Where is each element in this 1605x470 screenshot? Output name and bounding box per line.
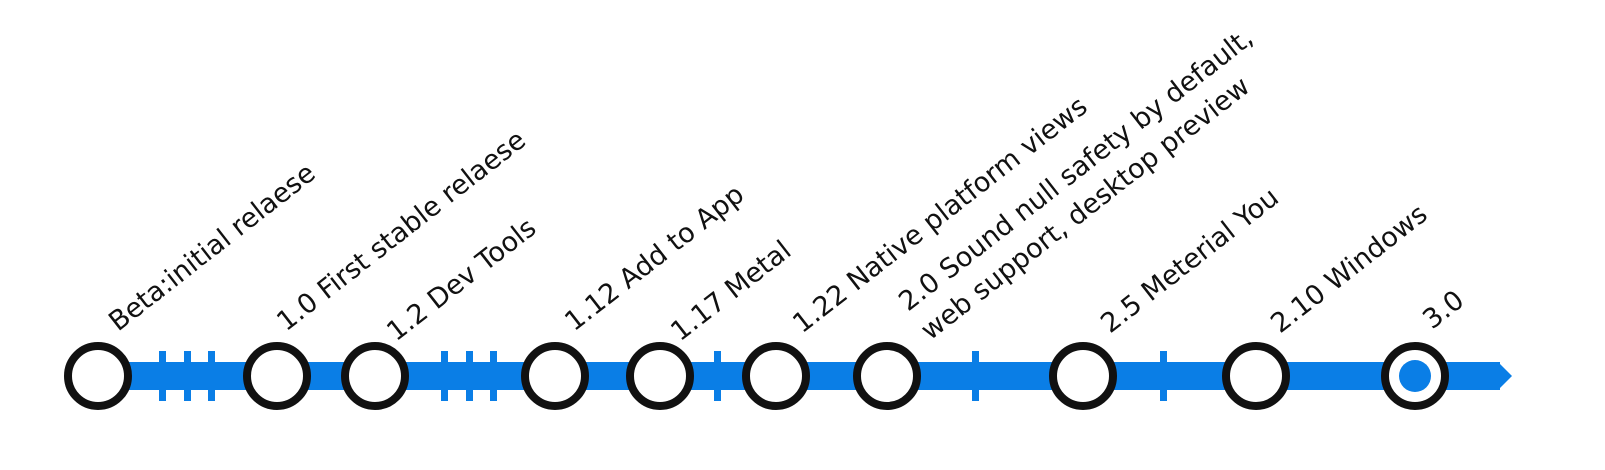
minor-tick: [972, 351, 979, 401]
milestone-3-0: 3.0: [1381, 285, 1470, 410]
milestone-node: [1222, 342, 1290, 410]
milestone-node: [742, 342, 810, 410]
minor-tick: [208, 351, 215, 401]
milestone-node: [341, 342, 409, 410]
minor-tick: [714, 351, 721, 401]
minor-tick: [184, 351, 191, 401]
minor-tick: [1160, 351, 1167, 401]
milestone-node: [626, 342, 694, 410]
milestone-label: 1.0 First stable relaese: [271, 124, 532, 337]
minor-tick: [490, 351, 497, 401]
milestone-label: 3.0: [1417, 285, 1470, 336]
milestone-node: [243, 342, 311, 410]
minor-tick: [441, 351, 448, 401]
minor-tick: [159, 351, 166, 401]
milestone-node: [853, 342, 921, 410]
timeline-arrow-head: [1498, 362, 1512, 390]
minor-tick: [466, 351, 473, 401]
milestone-node: [521, 342, 589, 410]
milestone-label: 2.0 Sound null safety by default,: [893, 22, 1259, 317]
active-dot: [1399, 360, 1431, 392]
milestone-label: 2.10 Windows: [1265, 199, 1433, 340]
milestone-label: 2.5 Meterial You: [1095, 182, 1285, 340]
minor-tick-marks: [159, 351, 1167, 401]
milestone-node: [64, 342, 132, 410]
milestone-node: [1049, 342, 1117, 410]
